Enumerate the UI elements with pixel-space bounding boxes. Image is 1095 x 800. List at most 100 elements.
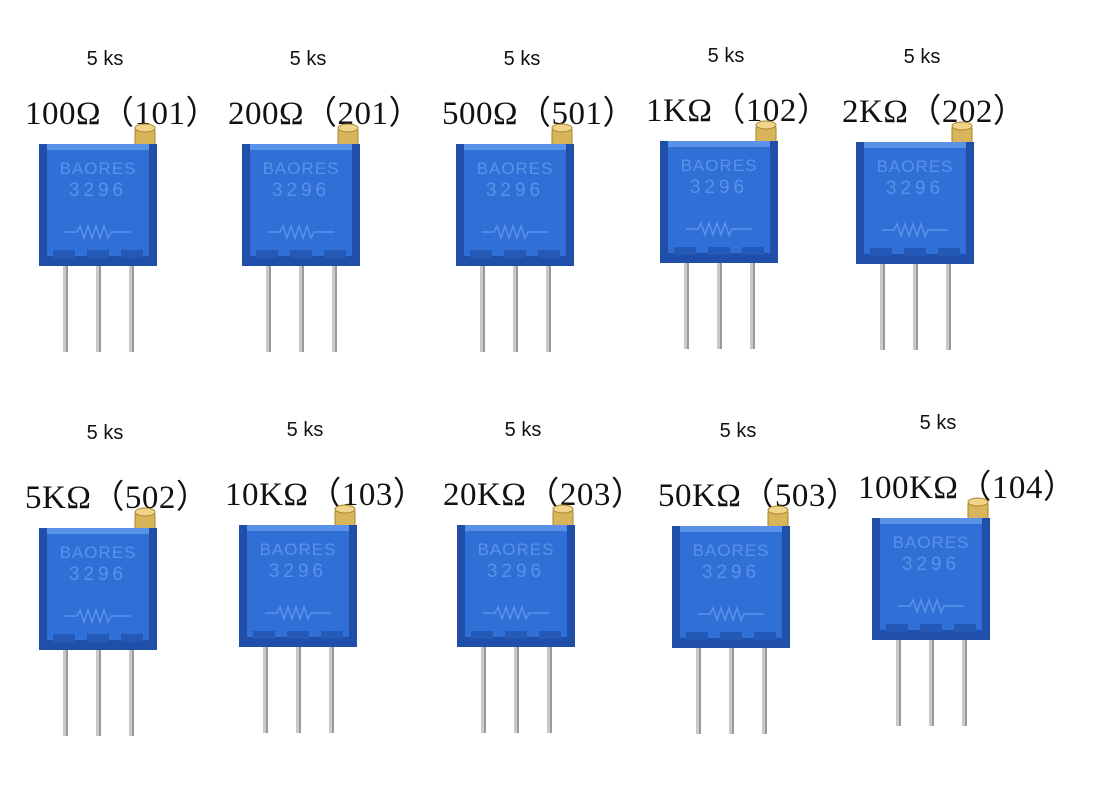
pin-shade [66, 260, 68, 352]
pin-socket [904, 248, 926, 256]
quantity-label: 5 ks [286, 419, 324, 441]
body-base [457, 637, 575, 647]
pin [880, 258, 885, 350]
pin-shade [66, 644, 68, 736]
body-edge [672, 526, 680, 644]
pin [946, 258, 951, 350]
body-top-highlight [465, 525, 567, 531]
resistance-label: 100KΩ（104） [858, 470, 1077, 506]
pin [962, 634, 967, 726]
body-base [456, 256, 574, 266]
pin-socket [53, 250, 75, 258]
quantity-label: 5 ks [903, 46, 941, 68]
pin-shade [335, 260, 337, 352]
pin-socket [121, 250, 143, 258]
body-marking: BAORES [477, 159, 554, 178]
pin [684, 257, 689, 349]
body-marking: BAORES [478, 540, 555, 559]
body-base [242, 256, 360, 266]
body-edge [782, 526, 790, 644]
screw-head [551, 123, 573, 133]
body-edge [872, 518, 880, 636]
model-marking: 3296 [886, 178, 944, 199]
body-edge [352, 144, 360, 262]
pin [129, 260, 134, 352]
potentiometer-item: 5 ks 2KΩ（202） BAORES 3296 [842, 46, 1042, 376]
trimmer-potentiometer: BAORES 3296 [239, 504, 357, 733]
resistance-label: 20KΩ（203） [443, 477, 645, 513]
pin-shade [517, 641, 519, 733]
pin-socket [920, 624, 942, 632]
pin-socket [686, 632, 708, 640]
quantity-label: 5 ks [504, 419, 542, 441]
pin [546, 260, 551, 352]
pin-shade [483, 260, 485, 352]
body-edge [242, 144, 250, 262]
pin-socket [954, 624, 976, 632]
pin [263, 641, 268, 733]
pin-socket [938, 248, 960, 256]
body-edge [39, 528, 47, 646]
body-edge [456, 144, 464, 262]
pin-socket [674, 247, 696, 255]
model-marking: 3296 [269, 561, 327, 582]
pin-socket [253, 631, 275, 639]
body-top-highlight [668, 141, 770, 147]
body-top-highlight [250, 144, 352, 150]
pin-shade [965, 634, 967, 726]
pin-shade [765, 642, 767, 734]
body-edge [239, 525, 247, 643]
body-edge [856, 142, 864, 260]
body-top-highlight [247, 525, 349, 531]
pin-socket [742, 247, 764, 255]
pin-shade [299, 641, 301, 733]
pin [296, 641, 301, 733]
screw-head [951, 121, 973, 131]
body-top-highlight [880, 518, 982, 524]
body-edge [349, 525, 357, 643]
resistor-symbol [898, 597, 964, 615]
screw-head [337, 123, 359, 133]
pin-shade [484, 641, 486, 733]
screw-head [967, 497, 989, 507]
pin-socket [539, 631, 561, 639]
body-edge [566, 144, 574, 262]
body-base [672, 638, 790, 648]
resistance-label: 500Ω（501） [442, 96, 637, 132]
pin-shade [269, 260, 271, 352]
pin-shade [720, 257, 722, 349]
resistor-symbol [482, 223, 548, 241]
pin-shade [99, 644, 101, 736]
resistance-label: 2KΩ（202） [842, 94, 1027, 130]
resistor-symbol [698, 605, 764, 623]
pin [329, 641, 334, 733]
pin-socket [256, 250, 278, 258]
body-marking: BAORES [260, 540, 337, 559]
screw-head [552, 504, 574, 514]
pin [266, 260, 271, 352]
body-edge [457, 525, 465, 643]
pin-shade [549, 260, 551, 352]
body-edge [982, 518, 990, 636]
pin-socket [505, 631, 527, 639]
pin-shade [883, 258, 885, 350]
pin-socket [53, 634, 75, 642]
body-marking: BAORES [877, 157, 954, 176]
pin-socket [504, 250, 526, 258]
resistance-label: 5KΩ（502） [25, 480, 210, 516]
resistor-symbol [65, 607, 131, 625]
pin-shade [899, 634, 901, 726]
pin-shade [753, 257, 755, 349]
body-edge [149, 144, 157, 262]
pin-socket [754, 632, 776, 640]
pin-shade [132, 260, 134, 352]
